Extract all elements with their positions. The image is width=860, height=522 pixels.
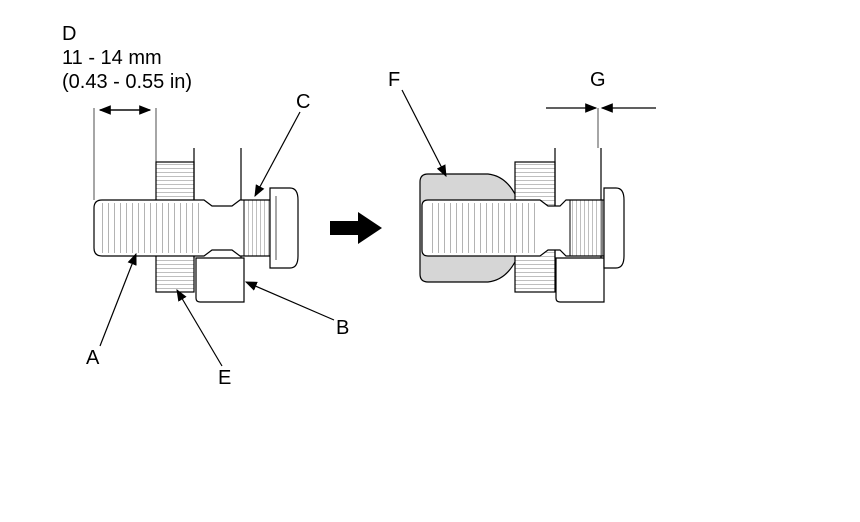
leader-b xyxy=(244,281,335,321)
leader-a xyxy=(99,252,137,347)
stud-head xyxy=(269,187,299,269)
label-f: F xyxy=(388,69,400,91)
dimension-g xyxy=(546,103,656,148)
leader-e xyxy=(176,288,223,367)
leader-c xyxy=(254,111,301,198)
dimension-d-mm: 11 - 14 mm xyxy=(62,47,162,69)
label-a: A xyxy=(86,347,100,369)
right-assembly xyxy=(419,148,625,303)
label-g: G xyxy=(590,69,606,91)
hub-block-b xyxy=(195,257,245,303)
dimension-d xyxy=(93,105,157,200)
label-c: C xyxy=(296,91,310,113)
label-d: D xyxy=(62,23,76,45)
left-assembly xyxy=(93,148,299,303)
label-b: B xyxy=(336,317,349,339)
leader-f xyxy=(401,89,447,178)
dimension-d-in: (0.43 - 0.55 in) xyxy=(62,71,192,93)
right-arrow-icon xyxy=(330,212,382,244)
stud-knurl-c xyxy=(243,199,271,257)
label-e: E xyxy=(218,367,231,389)
